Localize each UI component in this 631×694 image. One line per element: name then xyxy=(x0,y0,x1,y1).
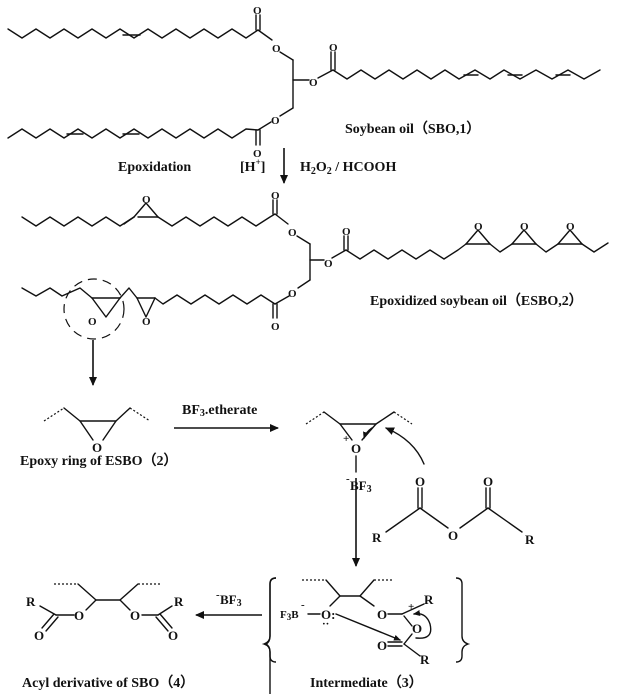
intermediate-carbonyl-o: O xyxy=(377,638,387,653)
bond-cleavage-arrow xyxy=(363,427,373,439)
esbo-bottom-carbonyl-o: O xyxy=(271,321,280,333)
esbo-structure: O O O O O O O O O xyxy=(21,190,609,386)
intermediate-r-top: R xyxy=(424,592,434,607)
nucleophilic-attack-arrow xyxy=(385,427,425,465)
intramolecular-attack-arrow xyxy=(335,613,401,641)
esbo-middle-ester-o: O xyxy=(324,258,333,270)
anhydride-structure: R O O O R xyxy=(372,474,535,547)
bf3-leaving: BF3 xyxy=(220,592,242,609)
intermediate-bridge-o: O xyxy=(412,621,422,636)
carbocation-charge: + xyxy=(408,601,414,613)
bf3-adduct: BF3 xyxy=(350,478,372,495)
sbo-top-ester-o: O xyxy=(272,43,281,55)
bf3-leaving-minus: - xyxy=(216,589,220,601)
sbo-top-chain xyxy=(7,28,259,39)
oxidant-label: H2O2 / HCOOH xyxy=(300,160,396,177)
right-bracket xyxy=(455,577,471,663)
intermediate-alkoxide-o: O: xyxy=(321,607,335,622)
epoxy-ring-structure: O xyxy=(43,407,151,455)
highlight-circle xyxy=(63,278,125,340)
esbo-bottom-ester-o: O xyxy=(288,288,297,300)
intermediate-label: Intermediate（3） xyxy=(310,675,423,691)
esbo-right-epoxide-1-o: O xyxy=(474,221,483,233)
esbo-bottom-epoxide-1-o: O xyxy=(88,316,97,328)
esbo-label: Epoxidized soybean oil（ESBO,2） xyxy=(370,293,583,309)
sbo-bottom-chain xyxy=(7,128,259,139)
intermediate-ester-o: O xyxy=(377,607,387,622)
esbo-right-epoxide-2-o: O xyxy=(520,221,529,233)
f3b-group: F3B xyxy=(280,609,299,622)
activated-epoxide-o: O xyxy=(351,441,361,456)
anhydride-carbonyl-o-left: O xyxy=(415,474,425,489)
sbo-structure: O O O O O O xyxy=(7,5,601,160)
esbo-top-ester-o: O xyxy=(288,227,297,239)
anhydride-carbonyl-o-right: O xyxy=(483,474,493,489)
proton-superscript: + xyxy=(256,157,261,167)
epoxy-ring-o: O xyxy=(92,440,102,455)
esbo-top-epoxide-o: O xyxy=(142,194,151,206)
acyl-derivative-label: Acyl derivative of SBO（4） xyxy=(22,675,194,691)
oxonium-charge: + xyxy=(343,433,349,445)
epoxidation-step: Epoxidation [H+] H2O2 / HCOOH xyxy=(118,148,396,184)
acyl-left-ester-o: O xyxy=(74,608,84,623)
sbo-right-chain xyxy=(332,69,601,80)
intermediate-r-bottom: R xyxy=(420,652,430,667)
lone-pair-dots: ·· xyxy=(322,618,329,630)
anhydride-r-left: R xyxy=(372,530,382,545)
acyl-right-r: R xyxy=(174,594,184,609)
left-bracket xyxy=(264,577,277,694)
f3b-minus: - xyxy=(301,599,305,611)
acyl-right-carbonyl-o: O xyxy=(168,628,178,643)
esbo-right-epoxide-3-o: O xyxy=(566,221,575,233)
sbo-top-carbonyl-o: O xyxy=(253,5,262,17)
sbo-middle-ester-o: O xyxy=(309,77,318,89)
bf3-etherate-label: BF3.etherate xyxy=(182,403,257,419)
acid-catalyst-label: [H+] xyxy=(240,157,265,175)
anhydride-r-right: R xyxy=(525,532,535,547)
epoxidation-label: Epoxidation xyxy=(118,160,191,175)
esbo-middle-carbonyl-o: O xyxy=(342,226,351,238)
acyl-left-r: R xyxy=(26,594,36,609)
sbo-middle-carbonyl-o: O xyxy=(329,42,338,54)
acyl-right-ester-o: O xyxy=(130,608,140,623)
bf3-minus: - xyxy=(346,473,350,485)
acyl-derivative-structure: O R O O R O xyxy=(26,583,184,643)
intermediate-structure: F3B - O: ·· O R + O O R xyxy=(261,577,471,694)
anhydride-bridge-o: O xyxy=(448,528,458,543)
left-bracket-inner xyxy=(261,577,277,663)
sbo-bottom-carbonyl-o: O xyxy=(253,148,262,160)
acyl-left-carbonyl-o: O xyxy=(34,628,44,643)
esbo-bottom-epoxide-2-o: O xyxy=(142,316,151,328)
epoxy-ring-label: Epoxy ring of ESBO（2） xyxy=(20,453,178,469)
ring-closure-arrow xyxy=(413,610,432,639)
sbo-bottom-ester-o: O xyxy=(271,115,280,127)
esbo-top-carbonyl-o: O xyxy=(271,190,280,202)
activated-epoxide: + O - BF3 xyxy=(305,411,425,495)
sbo-label: Soybean oil（SBO,1） xyxy=(345,121,480,137)
